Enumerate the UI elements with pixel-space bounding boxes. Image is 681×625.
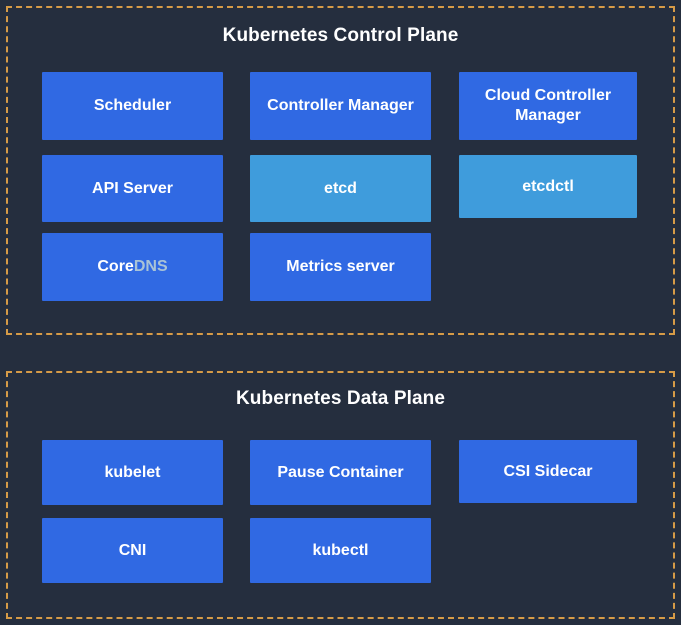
node-cloud-controller-manager[interactable]: Cloud Controller Manager xyxy=(459,72,637,140)
node-pause-container[interactable]: Pause Container xyxy=(250,440,431,505)
control-plane-title: Kubernetes Control Plane xyxy=(222,25,459,46)
node-scheduler[interactable]: Scheduler xyxy=(42,72,223,140)
node-kubectl[interactable]: kubectl xyxy=(250,518,431,583)
node-kubelet[interactable]: kubelet xyxy=(42,440,223,505)
data-plane-panel: Kubernetes Data Plane kubelet Pause Cont… xyxy=(6,371,675,619)
node-csi-sidecar[interactable]: CSI Sidecar xyxy=(459,440,637,503)
data-plane-title: Kubernetes Data Plane xyxy=(235,388,446,409)
coredns-label-suffix: DNS xyxy=(133,258,168,276)
node-metrics-server[interactable]: Metrics server xyxy=(250,233,431,301)
coredns-label-prefix: Core xyxy=(97,258,134,276)
control-plane-panel: Kubernetes Control Plane Scheduler Contr… xyxy=(6,6,675,335)
node-cni[interactable]: CNI xyxy=(42,518,223,583)
node-api-server[interactable]: API Server xyxy=(42,155,223,222)
node-etcd[interactable]: etcd xyxy=(250,155,431,222)
node-etcdctl[interactable]: etcdctl xyxy=(459,155,637,218)
node-controller-manager[interactable]: Controller Manager xyxy=(250,72,431,140)
